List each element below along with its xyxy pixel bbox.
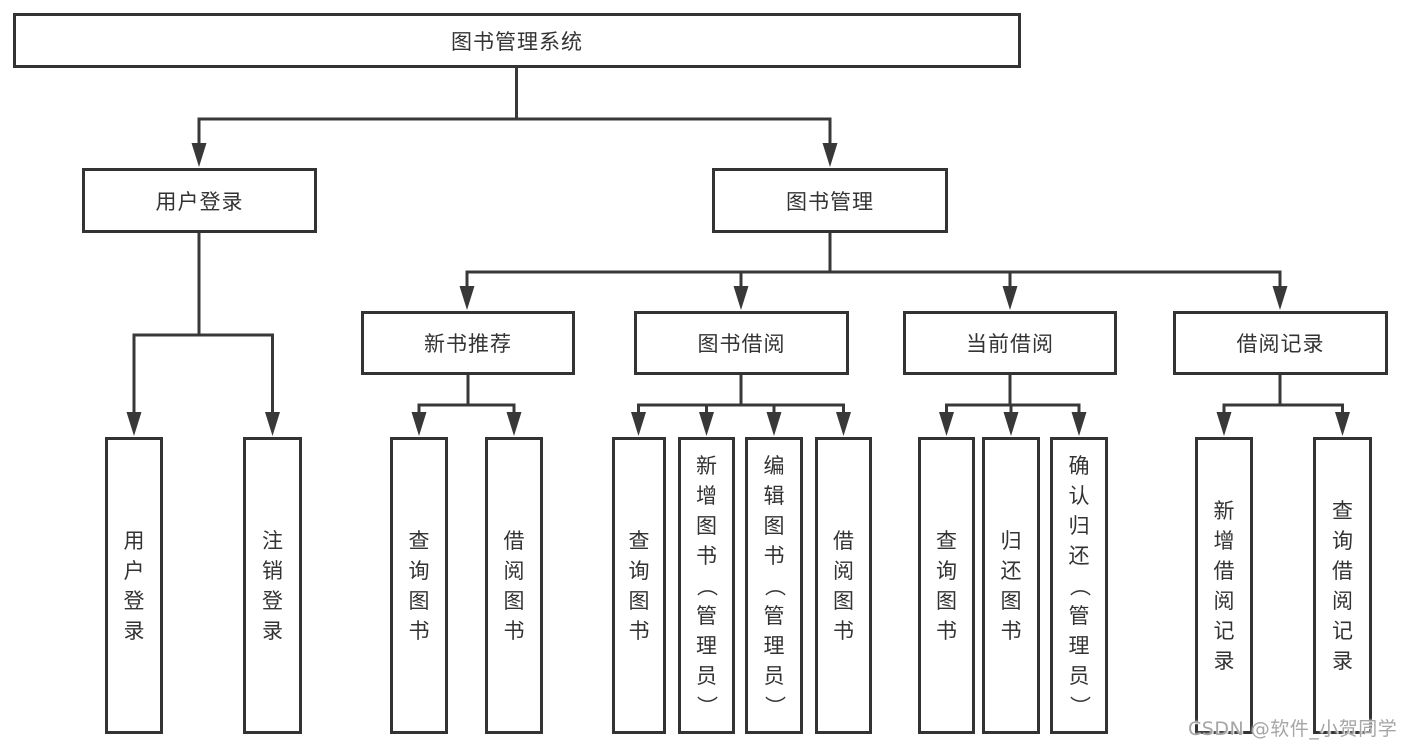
watermark: CSDN @软件_小贺同学 <box>1188 718 1398 740</box>
node-new-book-recommend: 新书推荐 <box>361 311 575 375</box>
leaf-user-login: 用户登录 <box>105 437 163 734</box>
leaf-borrow-books-recommend: 借阅图书 <box>485 437 543 734</box>
leaf-label: 编辑图书（管理员） <box>762 453 786 717</box>
node-borrow-records: 借阅记录 <box>1173 311 1388 375</box>
leaf-add-borrow-record: 新增借阅记录 <box>1195 437 1253 734</box>
node-user-login: 用户登录 <box>82 168 317 233</box>
node-book-management: 图书管理 <box>712 168 948 233</box>
node-book-borrowing: 图书借阅 <box>634 311 849 375</box>
leaf-label: 查询借阅记录 <box>1332 498 1353 673</box>
leaf-label: 确认归还（管理员） <box>1067 453 1091 717</box>
leaf-label: 用户登录 <box>123 528 145 643</box>
leaf-label: 查询图书 <box>936 528 957 643</box>
leaf-query-books-current: 查询图书 <box>918 437 975 734</box>
leaf-label: 注销登录 <box>262 528 283 643</box>
leaf-label: 查询图书 <box>408 528 430 643</box>
leaf-label: 新增借阅记录 <box>1213 498 1235 673</box>
leaf-edit-books-admin: 编辑图书（管理员） <box>745 437 803 734</box>
leaf-label: 新增图书（管理员） <box>694 453 719 717</box>
leaf-query-books-recommend: 查询图书 <box>390 437 448 734</box>
leaf-label: 借阅图书 <box>833 528 854 643</box>
leaf-return-books: 归还图书 <box>982 437 1040 734</box>
leaf-query-borrow-record: 查询借阅记录 <box>1313 437 1372 734</box>
leaf-borrow-books: 借阅图书 <box>815 437 872 734</box>
leaf-label: 归还图书 <box>1000 528 1022 643</box>
node-root-system: 图书管理系统 <box>13 13 1021 68</box>
leaf-confirm-return-admin: 确认归还（管理员） <box>1050 437 1108 734</box>
node-current-borrowing: 当前借阅 <box>903 311 1117 375</box>
arrowheads <box>126 143 1350 436</box>
leaf-add-books-admin: 新增图书（管理员） <box>678 437 735 734</box>
leaf-logout: 注销登录 <box>243 437 302 734</box>
leaf-query-books-borrowing: 查询图书 <box>612 437 666 734</box>
leaf-label: 查询图书 <box>628 528 650 643</box>
leaf-label: 借阅图书 <box>503 528 525 643</box>
